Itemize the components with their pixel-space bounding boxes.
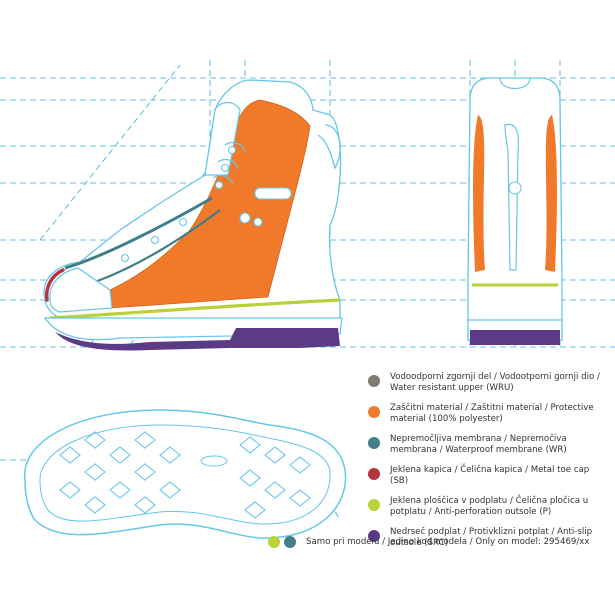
boot-sole-view [24,409,347,539]
model-note: Samo pri modelu / Jedino kod modela / On… [268,536,589,548]
legend-label: Jeklena ploščica v podplatu / Čelična pl… [390,496,589,517]
legend: Vodoodporni zgornji del / Vodootporni go… [368,372,608,558]
model-note-text: Samo pri modelu / Jedino kod modela / On… [306,537,590,547]
color-dot [284,536,296,548]
legend-label: Jeklena kapica / Čelična kapica / Metal … [390,465,590,486]
color-dot [368,530,380,542]
color-dot [368,468,380,480]
legend-item-outsole: Nedrseč podplat / Protivklizni potplat /… [368,527,608,549]
legend-label: Vodoodporni zgornji del / Vodootporni go… [390,372,600,393]
color-dot [368,437,380,449]
legend-item-protective: Zaščitni material / Zaštitni material / … [368,403,608,425]
color-dot [368,499,380,511]
legend-label: Nedrseč podplat / Protivklizni potplat /… [390,527,593,548]
legend-item-plate: Jeklena ploščica v podplatu / Čelična pl… [368,496,608,518]
color-dot [268,536,280,548]
color-dot [368,406,380,418]
legend-item-membrane: Nepremočljiva membrana / Nepremočiva mem… [368,434,608,456]
boot-side-view [43,79,343,351]
boot-back-view [467,77,563,345]
legend-label: Zaščitni material / Zaštitni material / … [390,403,594,424]
legend-label: Nepremočljiva membrana / Nepremočiva mem… [390,434,567,455]
legend-item-wru: Vodoodporni zgornji del / Vodootporni go… [368,372,608,394]
color-dot [368,375,380,387]
legend-item-toecap: Jeklena kapica / Čelična kapica / Metal … [368,465,608,487]
